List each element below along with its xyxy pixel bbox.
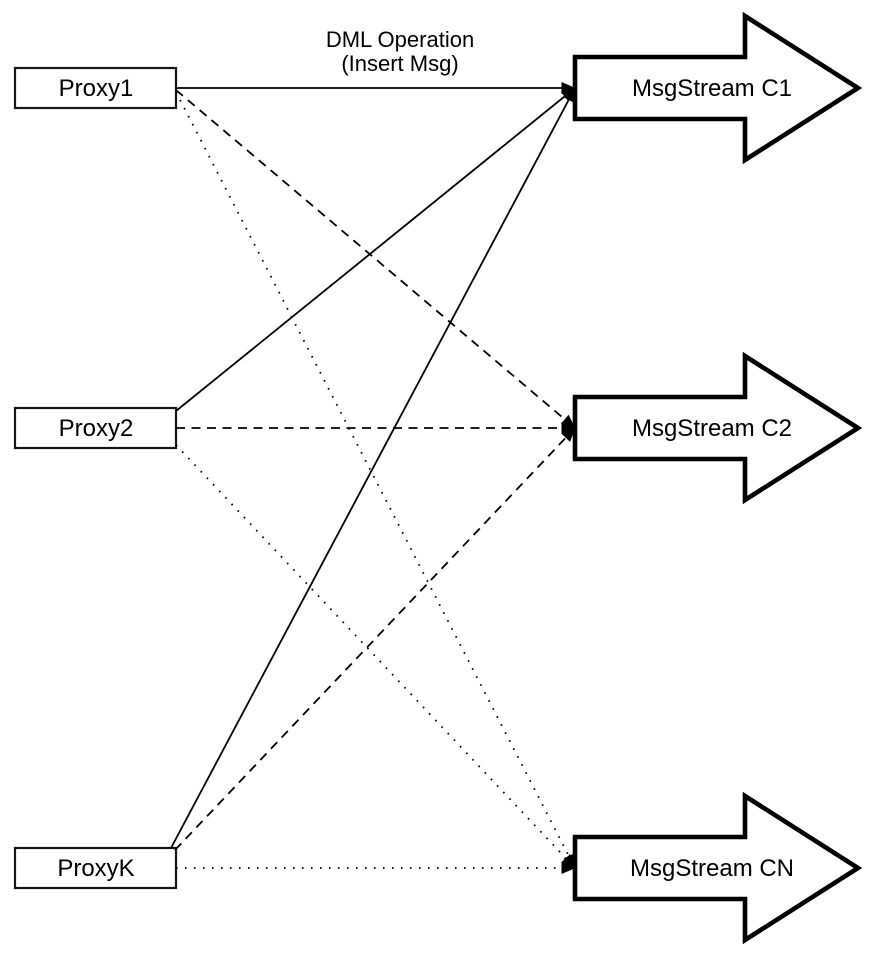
node-proxy2-label: Proxy2 bbox=[59, 415, 134, 442]
node-proxyk-box bbox=[13, 846, 178, 890]
node-msgstream-c2-arrow bbox=[572, 351, 863, 505]
node-msgstream-cn-label: MsgStream CN bbox=[630, 855, 794, 882]
edges-layer bbox=[170, 82, 576, 874]
node-msgstream-c2-label: MsgStream C2 bbox=[632, 415, 792, 442]
node-proxy1-box bbox=[13, 66, 178, 110]
edge-proxy1-cn bbox=[175, 91, 576, 869]
node-msgstream-cn-arrow bbox=[572, 791, 863, 945]
node-msgstream-c1-arrow bbox=[572, 11, 863, 165]
annotation-line2: (Insert Msg) bbox=[341, 51, 458, 76]
node-proxyk-label: ProxyK bbox=[57, 855, 134, 882]
edge-proxy1-c2 bbox=[175, 89, 576, 429]
labels-layer: DML Operation (Insert Msg) Proxy1 Proxy2… bbox=[57, 27, 794, 882]
nodes-layer bbox=[13, 11, 863, 945]
annotation-line1: DML Operation bbox=[326, 27, 474, 52]
edge-proxy2-cn bbox=[175, 444, 576, 869]
edge-proxy2-c1 bbox=[175, 87, 576, 412]
edge-proxyk-c1 bbox=[170, 87, 576, 849]
node-proxy2-box bbox=[13, 406, 178, 450]
node-proxy1-label: Proxy1 bbox=[59, 75, 134, 102]
edge-proxyk-c2 bbox=[174, 427, 576, 851]
node-msgstream-c1-label: MsgStream C1 bbox=[632, 75, 792, 102]
